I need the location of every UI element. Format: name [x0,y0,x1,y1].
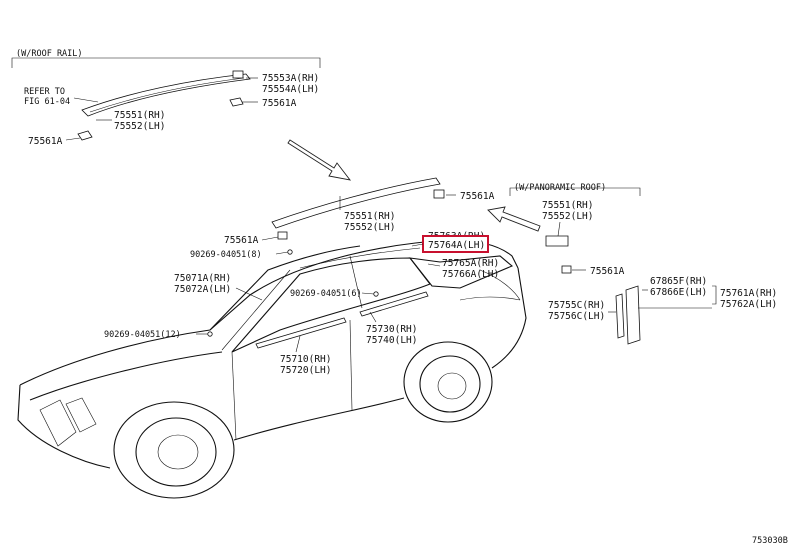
label-75756C: 75756C(LH) [548,311,605,322]
refer-line1: REFER TO [24,87,65,97]
panoramic-section-title: (W/PANORAMIC ROOF) [514,183,606,193]
screw-8 [287,249,293,255]
arrow-to-roof [287,139,352,181]
label-75561A-rail: 75561A [28,136,63,147]
label-90269-12: 90269-04051(12) [104,330,181,340]
rear-wheel [403,341,493,423]
label-75766A: 75766A(LH) [442,269,499,280]
label-75561A-top: 75561A [262,98,297,109]
rear-quarter-window [408,255,514,289]
clip-75561A-rail [77,130,93,141]
label-75561A-pano: 75561A [590,266,625,277]
label-75761A: 75761A(RH) [720,288,777,299]
panoramic-section: (W/PANORAMIC ROOF) 75551(RH) 75552(LH) 7… [487,183,641,277]
label-75071A: 75071A(RH) [174,273,231,284]
back-door-molding [615,293,625,339]
screw-6 [373,291,379,297]
label-90269-8: 90269-04051(8) [190,250,262,260]
label-75552-main: 75552(LH) [344,222,395,233]
roof-rail-part [81,73,251,117]
label-75740: 75740(LH) [366,335,417,346]
arrow-from-pano [487,206,541,232]
vehicle-outline [17,239,527,499]
roof-molding-group: 75561A 75551(RH) 75552(LH) 75561A 90269-… [190,177,495,260]
back-door-parts: 67865F(RH) 67866E(LH) 75761A(RH) 75762A(… [548,276,777,345]
label-75755C: 75755C(RH) [548,300,605,311]
label-75720: 75720(LH) [280,365,331,376]
pano-molding-part [545,235,569,247]
label-75762A: 75762A(LH) [720,299,777,310]
label-75561A-roof: 75561A [460,191,495,202]
label-75551-main: 75551(RH) [344,211,395,222]
front-wheel [113,401,235,499]
roof-rail-section: (W/ROOF RAIL) REFER TO FIG 61-04 75553A(… [11,49,321,147]
belt-molding-rear [359,291,429,317]
vehicle-labels: 75071A(RH) 75072A(LH) 90269-04051(6) 902… [104,231,499,376]
label-75551-rail: 75551(RH) [114,110,165,121]
label-75561A-left: 75561A [224,235,259,246]
back-door-garnish [625,285,641,345]
label-75072A: 75072A(LH) [174,284,231,295]
screw-12 [207,331,213,337]
label-75552-rail: 75552(LH) [114,121,165,132]
label-67866E: 67866E(LH) [650,287,707,298]
label-75553A: 75553A(RH) [262,73,319,84]
label-75710: 75710(RH) [280,354,331,365]
label-90269-6: 90269-04051(6) [290,289,362,299]
label-75730: 75730(RH) [366,324,417,335]
label-75764A: 75764A(LH) [428,240,485,251]
rail-end-clip [232,70,244,79]
clip-75561A-top [229,97,244,107]
label-75765A: 75765A(RH) [442,258,499,269]
label-75552-pano: 75552(LH) [542,211,593,222]
label-75554A: 75554A(LH) [262,84,319,95]
clip-75561A-pano [561,265,572,274]
figure-code: 753030B [752,536,788,546]
belt-molding-front [255,317,347,349]
roof-rail-section-title: (W/ROOF RAIL) [16,49,83,59]
roof-molding-part [271,177,441,229]
label-75551-pano: 75551(RH) [542,200,593,211]
refer-line2: FIG 61-04 [24,97,70,107]
clip-75561A-roof [433,189,445,199]
clip-75561A-left [277,231,288,240]
label-67865F: 67865F(RH) [650,276,707,287]
